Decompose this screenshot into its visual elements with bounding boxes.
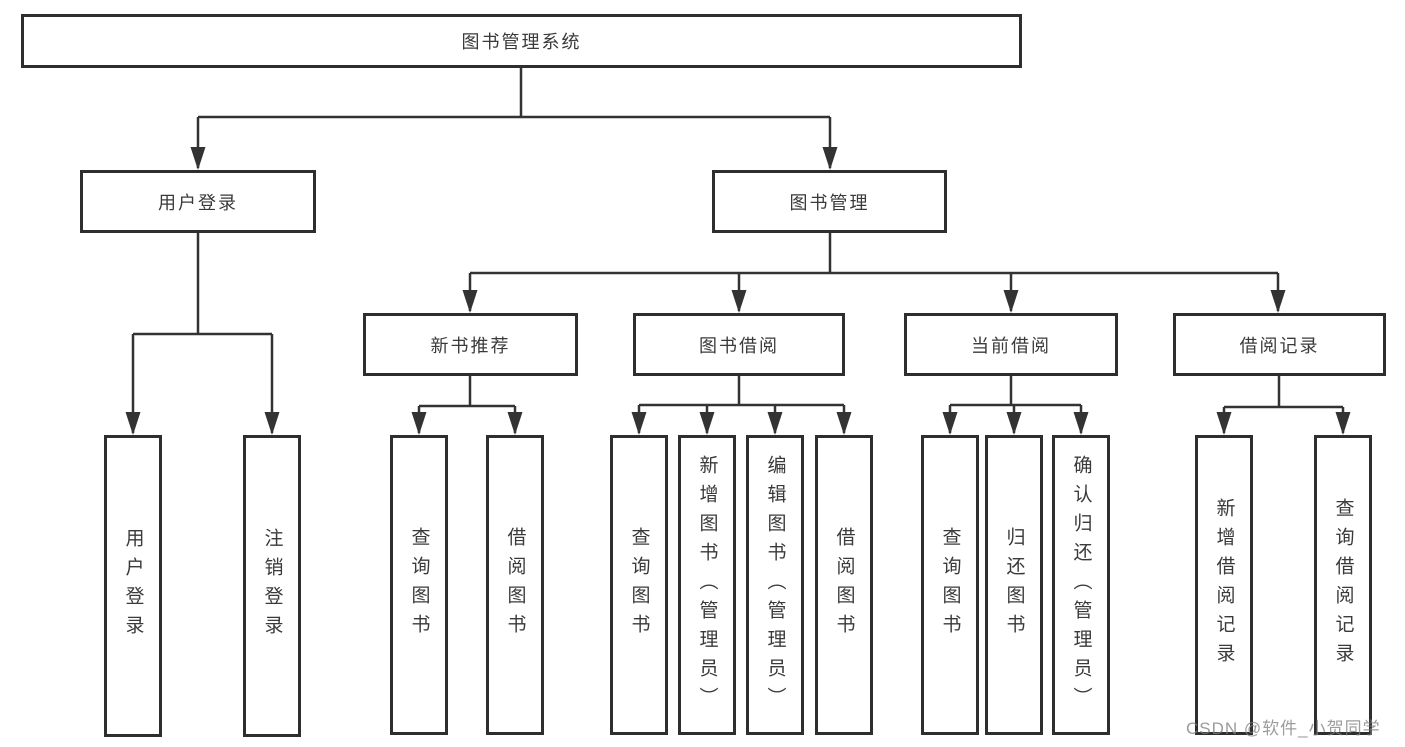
- leaf-br-query-record: 查询借阅记录: [1314, 435, 1372, 735]
- leaf-nbr-borrow-book: 借阅图书: [486, 435, 544, 735]
- watermark: CSDN @软件_小贺同学: [1186, 719, 1381, 738]
- leaf-bb-edit-book-admin: 编辑图书（管理员）: [746, 435, 804, 735]
- leaf-bb-add-book-admin: 新增图书（管理员）: [678, 435, 736, 735]
- section-new-book-recommend: 新书推荐: [363, 313, 578, 376]
- arrowhead-icons: [125, 147, 1351, 435]
- leaf-cb-return-book: 归还图书: [985, 435, 1043, 735]
- branch-user-login: 用户登录: [80, 170, 316, 233]
- leaf-br-add-record: 新增借阅记录: [1195, 435, 1253, 735]
- leaf-bb-borrow-book: 借阅图书: [815, 435, 873, 735]
- section-current-borrow: 当前借阅: [904, 313, 1118, 376]
- leaf-logout: 注销登录: [243, 435, 301, 737]
- leaf-user-login: 用户登录: [104, 435, 162, 737]
- leaf-cb-query-book: 查询图书: [921, 435, 979, 735]
- branch-book-management: 图书管理: [712, 170, 947, 233]
- leaf-cb-confirm-return-admin: 确认归还（管理员）: [1052, 435, 1110, 735]
- leaf-nbr-query-book: 查询图书: [390, 435, 448, 735]
- leaf-bb-query-book: 查询图书: [610, 435, 668, 735]
- section-borrow-records: 借阅记录: [1173, 313, 1386, 376]
- node-root: 图书管理系统: [21, 14, 1022, 68]
- section-book-borrow: 图书借阅: [633, 313, 845, 376]
